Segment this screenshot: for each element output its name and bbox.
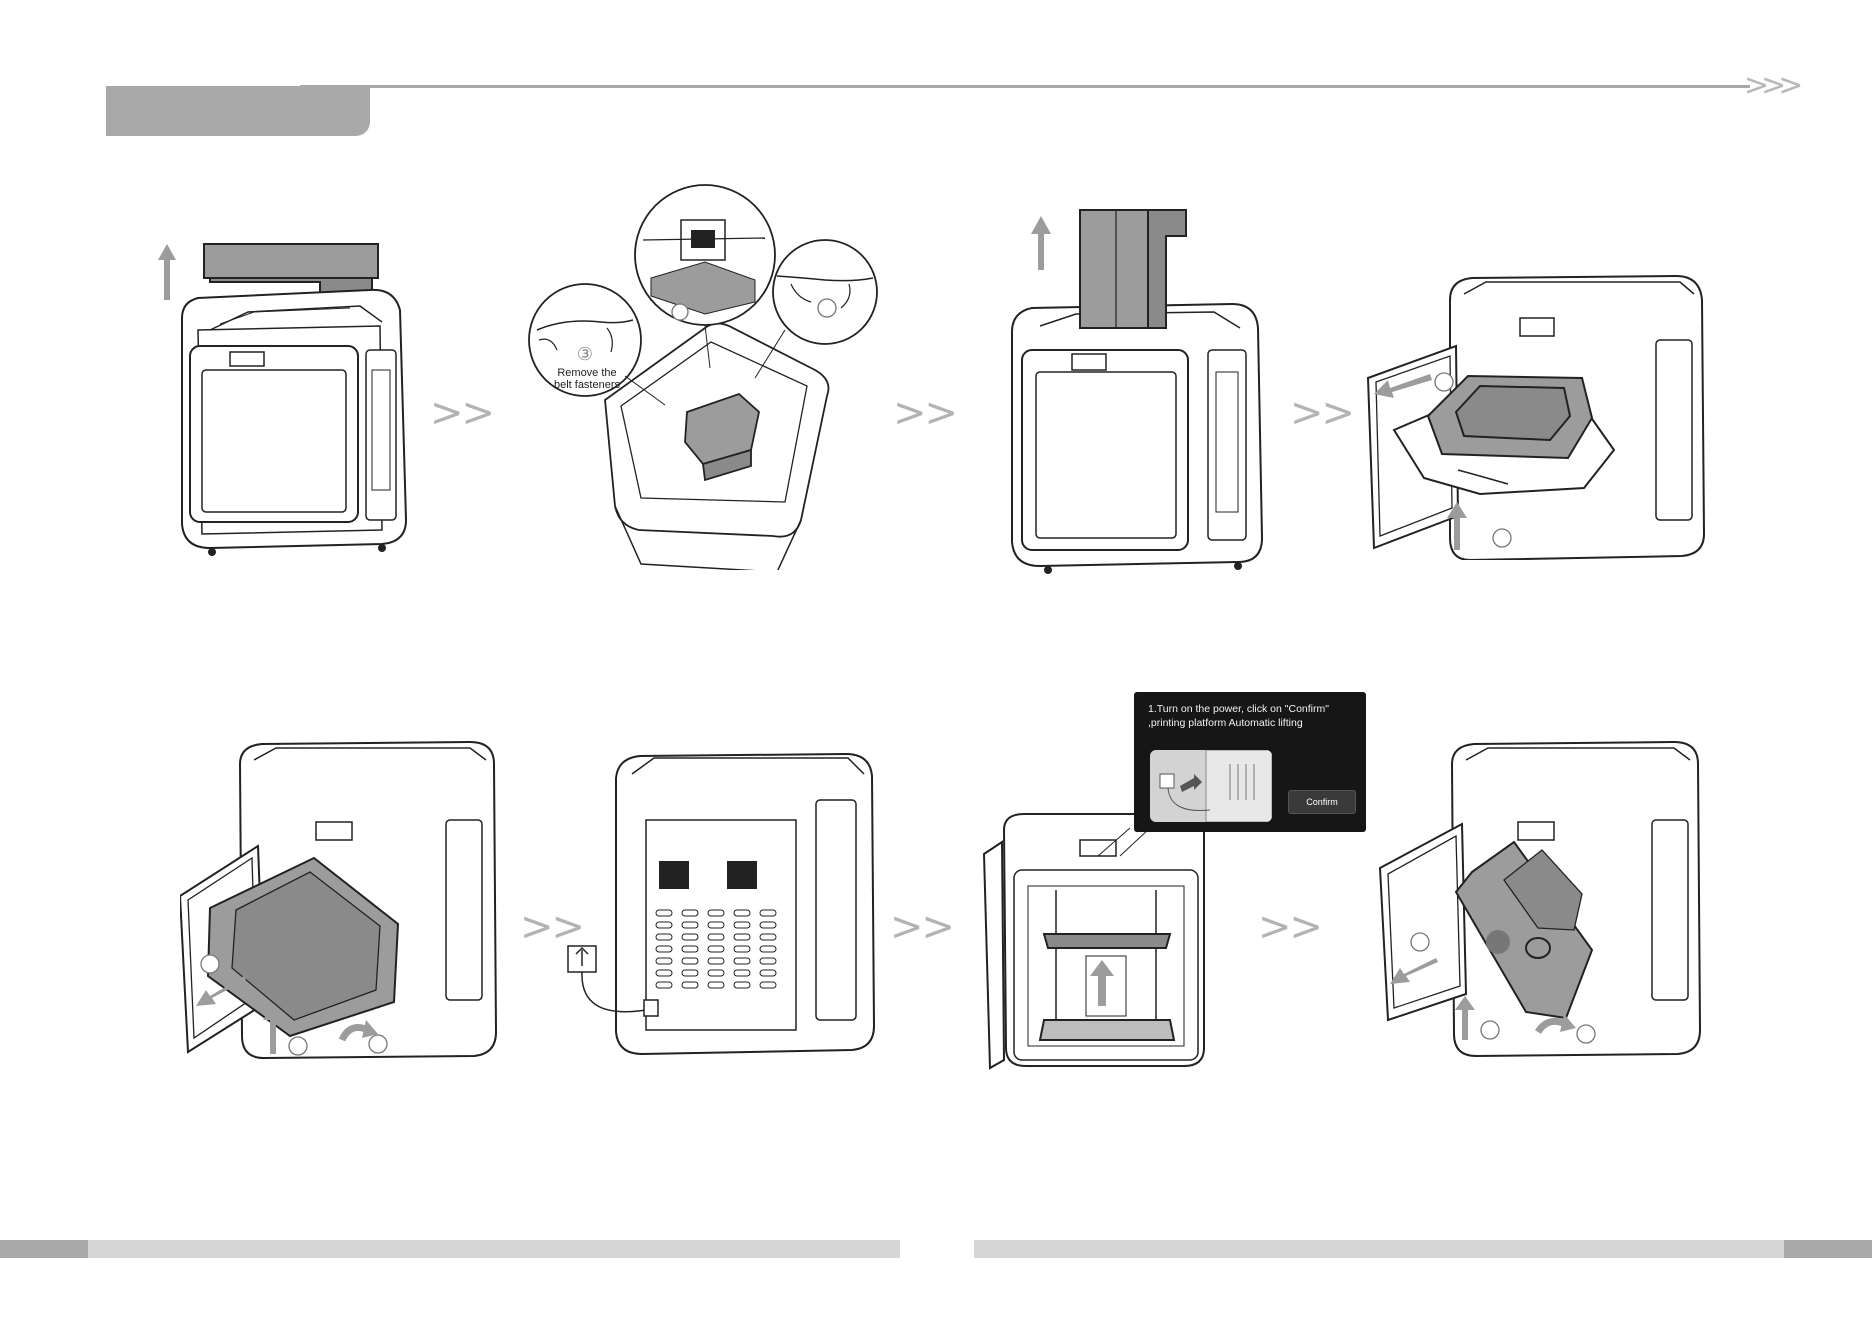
confirm-button[interactable]: Confirm: [1288, 790, 1356, 814]
step-separator-arrow: >>: [1258, 904, 1321, 950]
section-title-tab: [106, 86, 370, 136]
screen-popup: 1.Turn on the power, click on "Confirm" …: [1134, 692, 1366, 832]
step6-connect-power-illustration: [560, 750, 880, 1060]
step-separator-arrow: >>: [1290, 390, 1353, 436]
popup-thumbnail-illustration: [1150, 750, 1272, 822]
step3-remove-inner-foam-illustration: [1000, 200, 1270, 580]
step-separator-arrow: >>: [890, 904, 953, 950]
popup-image: [1150, 750, 1272, 822]
popup-message: 1.Turn on the power, click on "Confirm" …: [1148, 702, 1358, 730]
step7-platform-lifting-illustration: [980, 810, 1210, 1070]
step2-remove-belt-fasteners-illustration: ③ Remove the belt fasteners: [515, 180, 890, 570]
footer-right-accent: [1784, 1240, 1872, 1258]
header-chevrons: >>>: [1744, 68, 1795, 103]
step8-remove-bottom-foam-illustration: [1376, 740, 1706, 1060]
step5-remove-foam-panel-illustration: [180, 740, 500, 1060]
step2-callout-text-line1: Remove the: [557, 367, 616, 379]
step2-callout-text-line2: belt fasteners: [554, 379, 621, 391]
up-arrow-icon: [1031, 216, 1051, 270]
step2-callout-number: ③: [577, 344, 593, 365]
footer-right-bar: [974, 1240, 1784, 1258]
header-rule: [300, 85, 1750, 88]
step1-remove-top-foam-illustration: [150, 230, 420, 560]
step-separator-arrow: >>: [893, 390, 956, 436]
footer-left-bar: [88, 1240, 900, 1258]
footer-left-accent: [0, 1240, 88, 1258]
step4-pull-out-tray-illustration: [1360, 270, 1710, 560]
up-arrow-icon: [158, 244, 176, 300]
step-separator-arrow: >>: [430, 390, 493, 436]
